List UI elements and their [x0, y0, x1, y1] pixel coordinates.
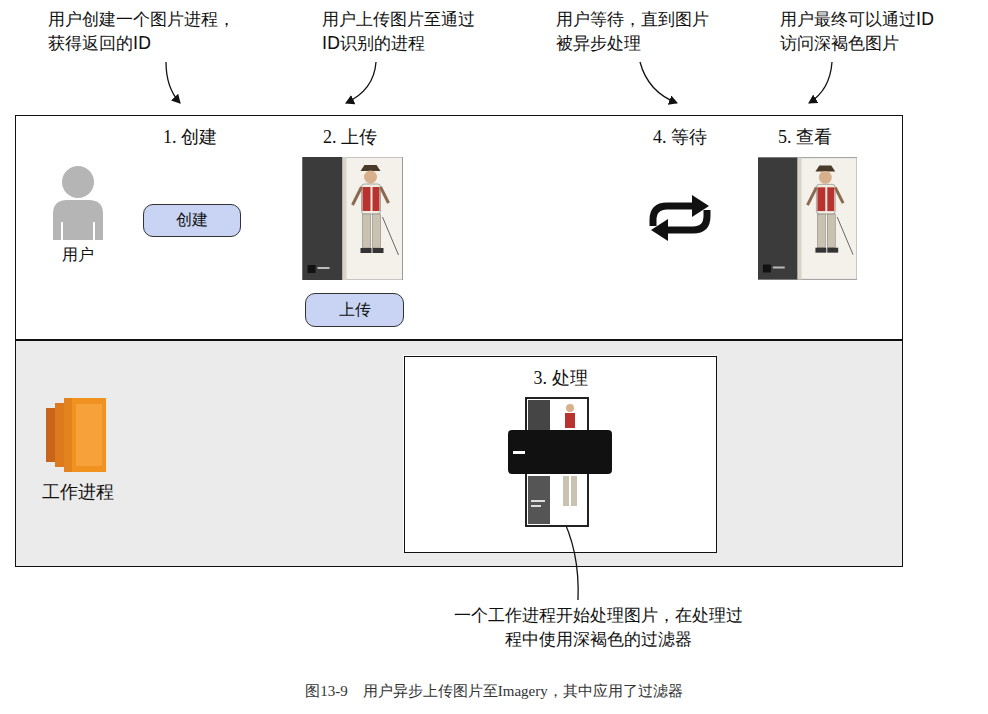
user-band: 用户 创建上传 [15, 115, 903, 340]
user-icon-part [53, 200, 103, 240]
worker-icon-part [64, 398, 106, 472]
leader-arrow-part [809, 62, 832, 103]
callout-text: 一个工作进程开始处理图片，在处理过程中使用深褐色的过滤器 [448, 604, 748, 652]
user-band-label: 用户 [23, 244, 133, 266]
worker-icon-part [46, 408, 56, 462]
step-label: 4. 等待 [610, 125, 750, 150]
loop-arrowhead-part [651, 219, 668, 241]
loop-icon-part [653, 206, 694, 226]
figure-caption: 图13-9 用户异步上传图片至Imagery，其中应用了过滤器 [94, 681, 894, 702]
leader-arrow-part [346, 62, 376, 103]
printer-icon-part [565, 413, 575, 428]
worker-band-ground [15, 340, 903, 567]
loop-icon-part [666, 210, 707, 230]
annotation-text: 用户创建一个图片进程，获得返回的ID [48, 8, 240, 56]
user-band-ground [15, 115, 903, 340]
printer-icon-part [563, 476, 569, 506]
step-label: 5. 查看 [735, 125, 875, 150]
printer-icon-part [566, 404, 574, 412]
printer-icon-part [571, 476, 577, 506]
loop-arrowhead [651, 195, 709, 241]
book-cover [758, 158, 857, 280]
worker-band-label: 工作进程 [18, 479, 138, 504]
printer-icon-part [508, 430, 612, 474]
process-box-ground [403, 355, 716, 552]
loop-arrowhead-part [692, 195, 709, 217]
process-box: 3. 处理 [404, 356, 717, 553]
user-icon-part [62, 166, 94, 198]
user-icon-part [62, 222, 94, 240]
worker-icon-part [76, 404, 102, 466]
button-label: 上传 [339, 300, 371, 321]
annotation-text: 用户上传图片至通过ID识别的进程 [322, 8, 484, 56]
process-box-label: 3. 处理 [481, 366, 641, 391]
book-cover [303, 157, 403, 280]
printer-icon-part [531, 505, 541, 507]
worker-band: 工作进程 3. 处理 [15, 340, 903, 567]
step-label: 1. 创建 [120, 125, 260, 150]
step-label: 2. 上传 [280, 125, 420, 150]
worker-icon-part [64, 398, 72, 472]
upload-button: 上传 [305, 293, 404, 327]
printer-icon [508, 398, 612, 526]
annotation-text: 用户等待，直到图片被异步处理 [556, 8, 718, 56]
worker-icon [46, 398, 106, 472]
printer-icon-part [513, 451, 525, 454]
leader-arrow-part [166, 62, 180, 103]
annotation-text: 用户最终可以通过ID访问深褐色图片 [780, 8, 946, 56]
create-button: 创建 [143, 204, 241, 237]
worker-icon-part [55, 403, 65, 467]
printer-icon-part [531, 500, 545, 502]
leader-arrow [166, 62, 832, 600]
printer-icon-part [528, 476, 550, 524]
button-label: 创建 [176, 210, 208, 231]
leader-arrow-part [640, 62, 677, 103]
printer-icon-part [528, 400, 550, 432]
user-icon [53, 166, 103, 240]
